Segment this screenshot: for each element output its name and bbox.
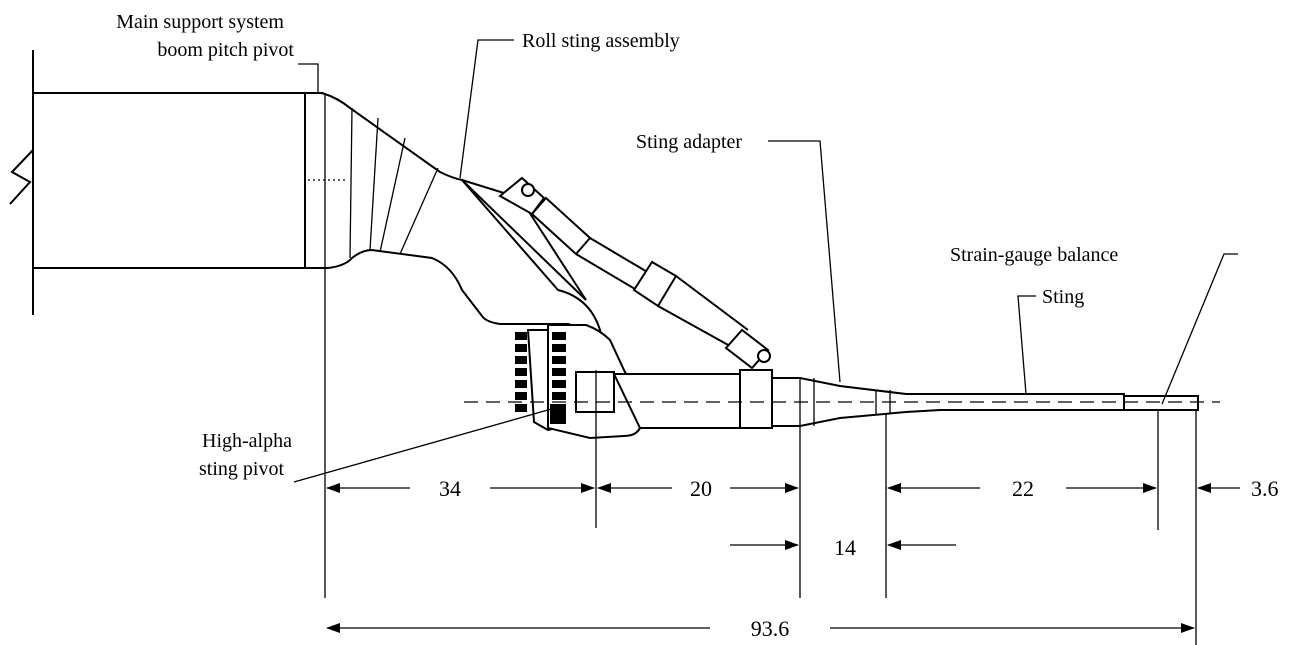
dim-93-6: 93.6: [751, 616, 790, 641]
pivot-gear-teeth: [515, 332, 566, 424]
dim-14: 14: [834, 535, 856, 560]
dim-3-6: 3.6: [1251, 476, 1279, 501]
dim-34: 34: [439, 476, 461, 501]
dimension-arrows: [326, 483, 1240, 633]
sting-body: [612, 369, 1199, 429]
leader-lines: [293, 39, 1238, 483]
label-sting-adapter: Sting adapter: [636, 131, 742, 153]
dim-22: 22: [1012, 476, 1034, 501]
label-strain-gauge-balance: Strain-gauge balance: [950, 244, 1118, 266]
label-sting: Sting: [1042, 286, 1084, 308]
support-boom: [9, 50, 306, 315]
label-high-alpha-line1: High-alpha: [202, 430, 292, 452]
pitch-actuator: [498, 176, 771, 370]
label-main-support-line2: boom pitch pivot: [157, 39, 294, 61]
dimension-extension-lines: [595, 370, 1197, 645]
label-main-support-line1: Main support system: [116, 11, 284, 33]
label-high-alpha-line2: sting pivot: [199, 458, 284, 480]
dim-20: 20: [690, 476, 712, 501]
label-roll-sting-assembly: Roll sting assembly: [522, 30, 680, 52]
